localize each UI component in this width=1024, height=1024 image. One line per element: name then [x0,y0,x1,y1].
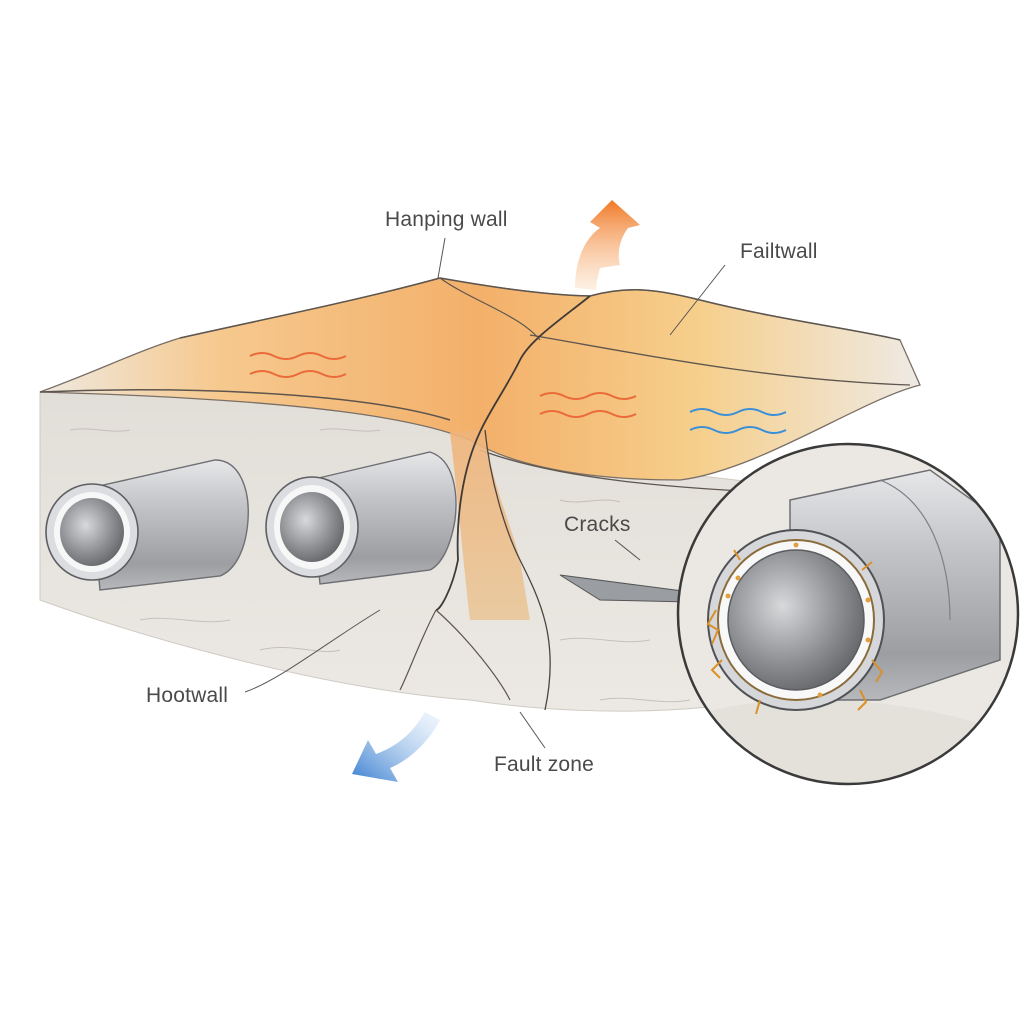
hanging-wall-edge [179,277,901,341]
heat-waves [249,352,637,418]
hanging-wall-lower-edge [39,389,451,421]
inset-magnifier [676,442,1020,786]
fault-crack-line [435,295,591,611]
callout-lines [244,237,726,749]
fault-bottom-crack [399,609,511,701]
corrosion-dots [725,542,871,698]
fault-wall-label: Failtwall [740,240,818,263]
hanging-wall-label: Hanping wall [385,208,508,231]
pipe-right [265,451,457,585]
hanging-crack-line [439,277,541,341]
footwall-label: Hootwall [146,684,229,707]
fault-zone-label: Fault zone [494,753,595,776]
cracks-label: Cracks [564,513,631,536]
down-arrow-icon [352,712,440,782]
fault-crack-line-2 [484,429,551,711]
up-arrow-icon [575,200,640,290]
footwall-edge [479,449,761,493]
corrosion-marks [706,549,884,715]
fault-wall-edge [529,334,911,386]
cool-waves [689,408,787,434]
fault-zone-fill [450,430,530,620]
rock-texture [69,428,691,703]
pipe-left [45,459,249,591]
